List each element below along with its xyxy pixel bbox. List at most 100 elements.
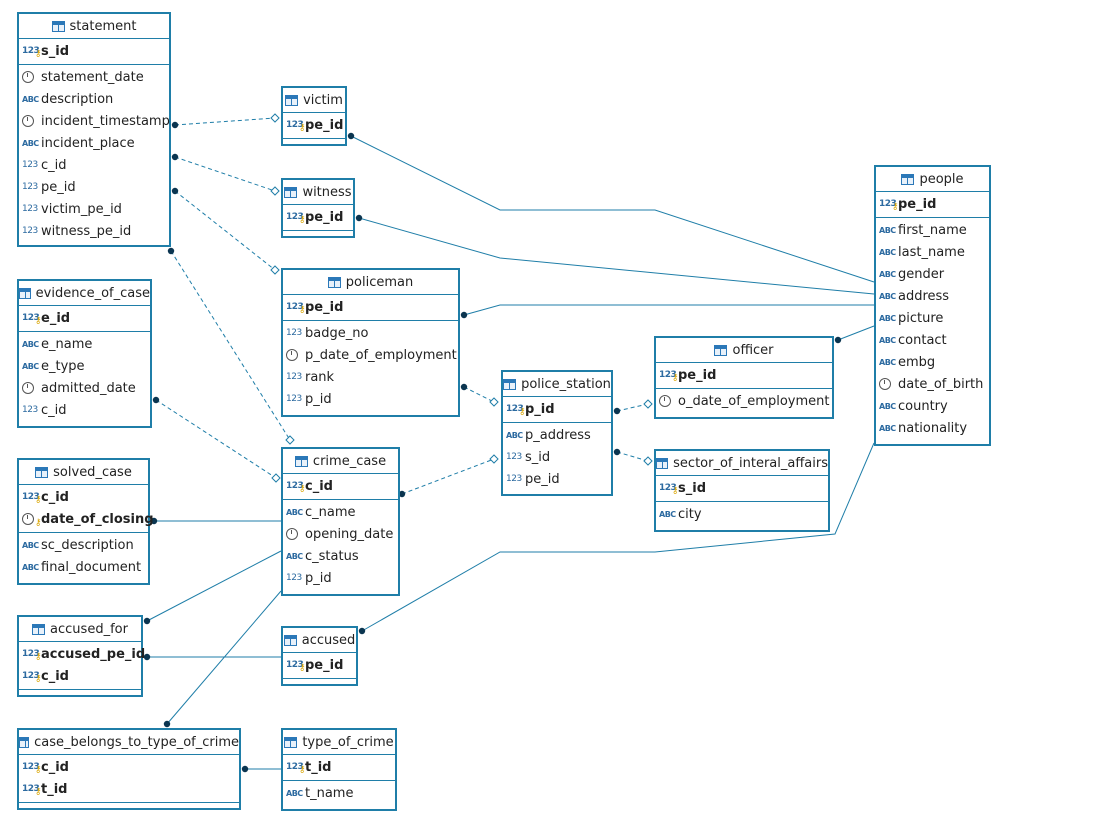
table-header: witness	[283, 180, 353, 205]
pk-column-row[interactable]: 123⚷e_id	[19, 307, 150, 329]
pk-column-row[interactable]: 123⚷pe_id	[283, 296, 458, 318]
numeric-type-icon: 123⚷	[22, 762, 42, 775]
pk-column-row[interactable]: 123⚷pe_id	[283, 114, 345, 136]
primary-key-section: 123⚷pe_id	[283, 205, 353, 231]
pk-column-row[interactable]: 123⚷pe_id	[283, 206, 353, 228]
pk-column-row[interactable]: 123⚷c_id	[283, 475, 398, 497]
edge-cbtc-crime-case	[166, 590, 282, 725]
column-row[interactable]: opening_date	[283, 523, 398, 545]
edge-policeman-station	[463, 386, 495, 403]
column-row[interactable]: incident_timestamp	[19, 110, 170, 132]
column-row[interactable]: admitted_date	[19, 377, 150, 399]
table-accused[interactable]: accused 123⚷pe_id	[281, 626, 358, 686]
pk-column-row[interactable]: 123⚷s_id	[656, 477, 828, 499]
pk-column-row[interactable]: ⚷date_of_closing	[19, 508, 154, 530]
column-row[interactable]: statement_date	[19, 66, 169, 88]
column-row[interactable]: p_date_of_employment	[283, 344, 458, 366]
edge-endpoint-dot	[355, 214, 363, 222]
edge-officer-people	[837, 325, 875, 341]
pk-column-row[interactable]: 123⚷t_id	[283, 756, 395, 778]
pk-column-row[interactable]: 123⚷s_id	[19, 40, 169, 62]
primary-key-section: 123⚷s_id	[19, 39, 169, 65]
pk-column-row[interactable]: 123⚷pe_id	[876, 193, 989, 215]
table-witness[interactable]: witness 123⚷pe_id	[281, 178, 355, 238]
column-name: contact	[898, 332, 947, 348]
edge-endpoint-diamond	[489, 454, 499, 464]
column-row[interactable]: date_of_birth	[876, 373, 989, 395]
edge-accused-people	[361, 442, 875, 632]
table-name: witness	[302, 184, 352, 200]
pk-column-row[interactable]: 123⚷c_id	[19, 756, 239, 778]
pk-column-row[interactable]: 123⚷pe_id	[656, 364, 832, 386]
date-type-icon	[286, 349, 303, 361]
pk-column-row[interactable]: 123⚷p_id	[503, 398, 611, 420]
numeric-type-icon: 123⚷	[659, 483, 679, 496]
pk-column-row[interactable]: 123⚷c_id	[19, 486, 148, 508]
numeric-type-icon: 123	[22, 204, 38, 214]
column-name: address	[898, 288, 950, 304]
table-name: evidence_of_case	[35, 285, 150, 301]
column-row[interactable]: o_date_of_employment	[656, 390, 832, 412]
key-icon: ⚷	[34, 652, 42, 662]
text-type-icon: ABC	[879, 269, 896, 279]
pk-column-row[interactable]: 123⚷pe_id	[283, 654, 356, 676]
pk-column-row[interactable]: 123⚷c_id	[19, 665, 141, 687]
text-type-icon: ABC	[286, 551, 303, 561]
pk-column-row[interactable]: 123⚷t_id	[19, 778, 239, 800]
table-name: accused	[301, 632, 356, 648]
text-type-icon: ABC	[286, 788, 303, 798]
pk-column-row[interactable]: 123⚷accused_pe_id	[19, 643, 145, 665]
columns-section	[19, 690, 141, 693]
numeric-type-icon: 123	[286, 573, 302, 583]
edge-evidence-crime-case	[155, 399, 277, 479]
numeric-type-icon: 123	[286, 328, 302, 338]
